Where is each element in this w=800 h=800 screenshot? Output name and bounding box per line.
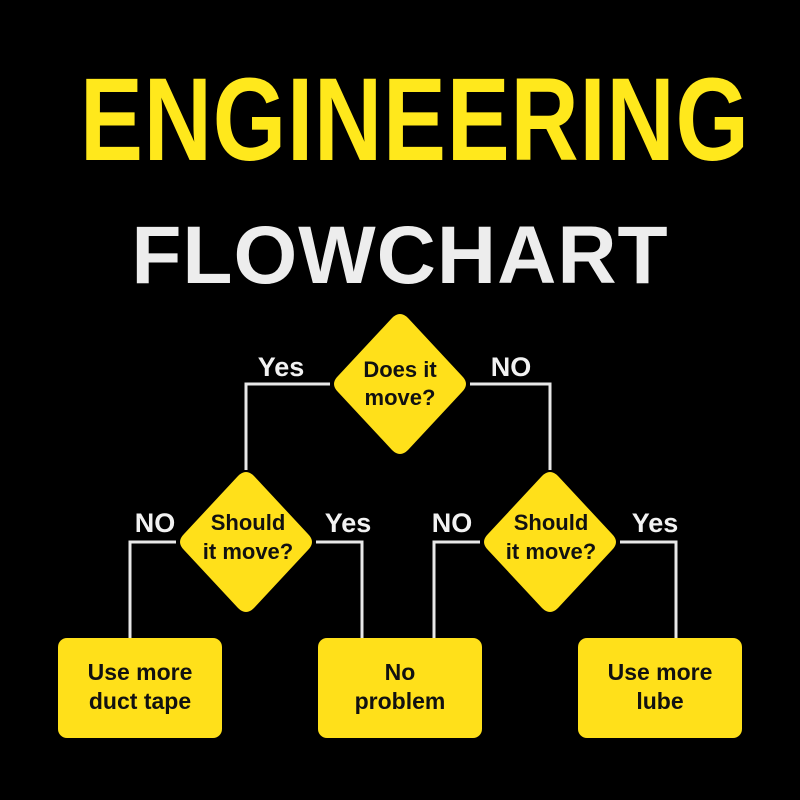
label-left-no: NO: [135, 508, 176, 538]
decision-diamond: [484, 472, 616, 612]
decision-label-line1: Should: [211, 510, 286, 535]
subtitle: FLOWCHART: [131, 210, 669, 301]
decision-should-it-move-left: Should it move?: [180, 472, 312, 612]
decision-label-line2: move?: [365, 385, 436, 410]
connector-left-yes: [316, 540, 364, 640]
decision-should-it-move-right: Should it move?: [484, 472, 616, 612]
decision-label-line1: Does it: [363, 357, 437, 382]
outcome-box: [318, 638, 482, 738]
connector-left-no: [128, 540, 176, 640]
decision-label-line2: it move?: [506, 539, 596, 564]
label-right-yes: Yes: [632, 508, 679, 538]
label-left-yes: Yes: [325, 508, 372, 538]
decision-label-line2: it move?: [203, 539, 293, 564]
outcome-no-problem: No problem: [318, 638, 482, 738]
connector-root-yes: [244, 382, 330, 470]
outcome-label-line2: duct tape: [89, 688, 191, 714]
title: ENGINEERING: [80, 54, 750, 186]
connector-right-no: [432, 540, 480, 640]
outcome-label-line1: No: [385, 659, 416, 685]
branch-labels: Yes NO NO Yes NO Yes: [135, 352, 679, 538]
decision-label-line1: Should: [514, 510, 589, 535]
decision-does-it-move: Does it move?: [334, 314, 466, 454]
outcome-label-line2: problem: [355, 688, 446, 714]
label-root-yes: Yes: [258, 352, 305, 382]
label-root-no: NO: [491, 352, 532, 382]
outcome-label-line1: Use more: [608, 659, 713, 685]
connectors: [128, 382, 678, 640]
decision-diamond: [334, 314, 466, 454]
outcome-label-line1: Use more: [88, 659, 193, 685]
outcome-box: [58, 638, 222, 738]
outcome-lube: Use more lube: [578, 638, 742, 738]
outcome-duct-tape: Use more duct tape: [58, 638, 222, 738]
label-right-no: NO: [432, 508, 473, 538]
connector-right-yes: [620, 540, 678, 640]
decision-diamond: [180, 472, 312, 612]
outcome-label-line2: lube: [636, 688, 683, 714]
connector-root-no: [470, 382, 552, 470]
outcome-box: [578, 638, 742, 738]
